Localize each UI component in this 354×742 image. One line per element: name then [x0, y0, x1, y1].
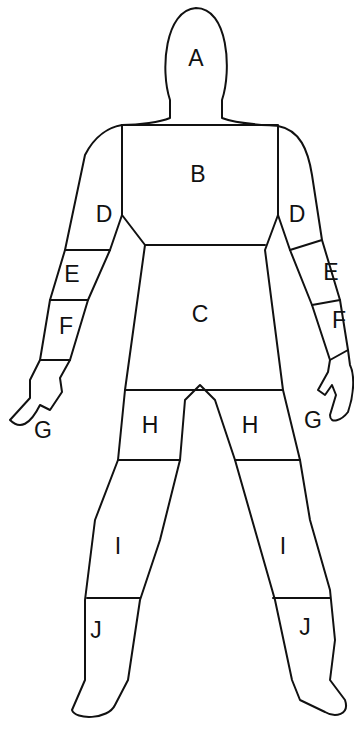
region-letter: F: [59, 315, 73, 338]
region-letter: G: [34, 419, 52, 442]
region-letter: E: [323, 261, 338, 284]
region-letter: E: [64, 263, 79, 286]
region-letter: J: [299, 616, 311, 639]
region-letter: D: [289, 203, 306, 226]
region-letter: G: [304, 409, 322, 432]
region-letter: D: [96, 203, 113, 226]
region-letter: I: [115, 535, 121, 558]
region-letter: J: [90, 619, 102, 642]
region-letter: C: [192, 303, 209, 326]
region-letter: B: [190, 163, 205, 186]
region-letter: I: [280, 535, 286, 558]
region-letter: F: [332, 309, 346, 332]
region-letter: H: [142, 414, 159, 437]
region-letter: H: [242, 414, 259, 437]
region-letter: A: [188, 47, 203, 70]
